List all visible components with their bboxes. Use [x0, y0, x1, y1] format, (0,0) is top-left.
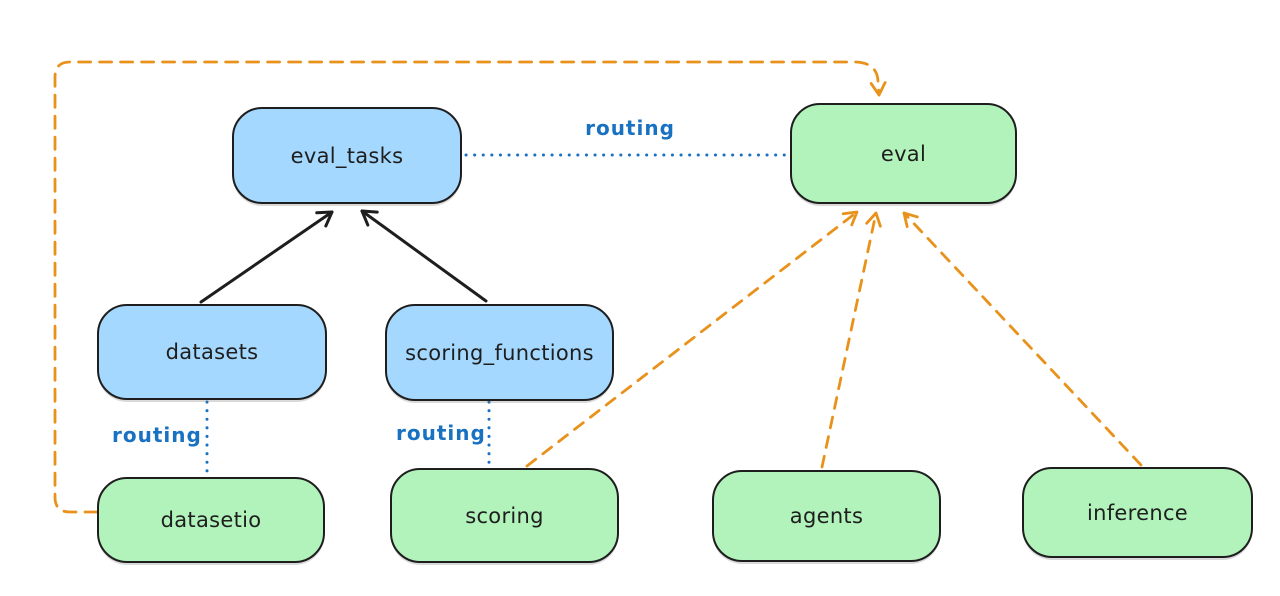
edge-scoringfunctions-to-evaltasks: [360, 209, 488, 303]
node-scoring-functions[interactable]: scoring_functions: [385, 304, 614, 401]
node-inference[interactable]: inference: [1022, 467, 1253, 558]
node-label: datasets: [165, 340, 259, 364]
edge-label-routing-datasets-datasetio: routing: [112, 423, 202, 447]
node-label: eval_tasks: [290, 143, 404, 168]
edge-datasetio-loop-to-eval: [53, 60, 887, 514]
node-label: inference: [1086, 500, 1189, 525]
node-label: eval: [880, 141, 927, 166]
node-agents[interactable]: agents: [712, 470, 941, 562]
node-datasetio[interactable]: datasetio: [97, 477, 325, 563]
node-datasets[interactable]: datasets: [97, 304, 327, 400]
node-eval[interactable]: eval: [790, 103, 1017, 204]
edge-label-routing-scoringfunctions-scoring: routing: [396, 421, 486, 445]
node-label: scoring: [465, 503, 544, 528]
edge-datasets-to-evaltasks: [199, 210, 334, 304]
edge-agents-to-eval: [820, 211, 882, 469]
node-label: scoring_functions: [405, 340, 594, 365]
edge-inference-to-eval: [902, 211, 1143, 467]
node-label: agents: [789, 504, 864, 528]
edge-label-routing-evaltasks-eval: routing: [585, 116, 675, 140]
node-label: datasetio: [160, 508, 262, 532]
node-eval-tasks[interactable]: eval_tasks: [232, 107, 462, 204]
edge-scoring-to-eval: [525, 210, 859, 468]
node-scoring[interactable]: scoring: [390, 468, 619, 563]
